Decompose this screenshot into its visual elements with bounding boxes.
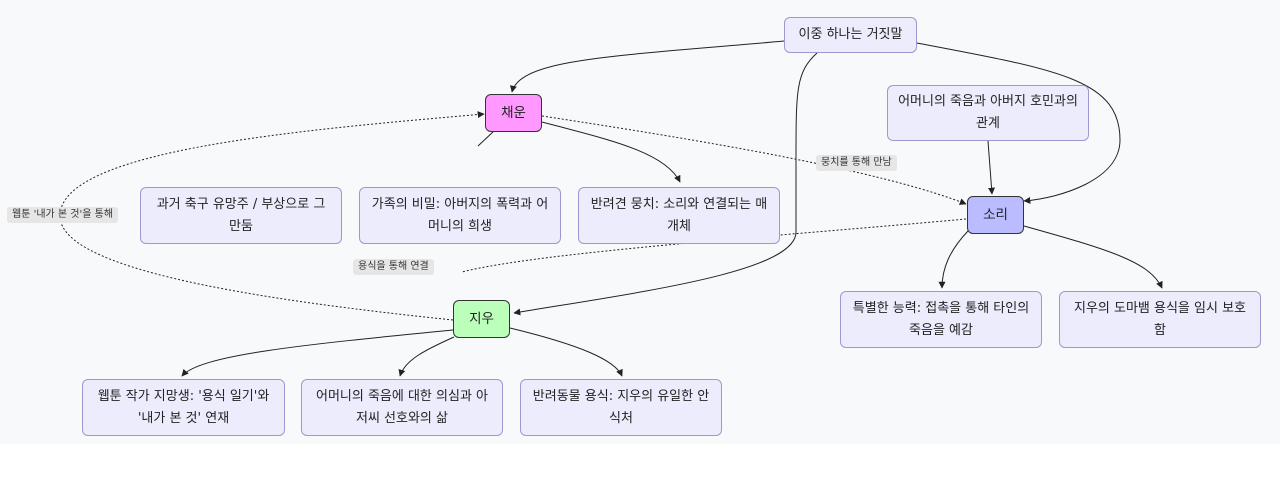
edge-label-munchi: 뭉치를 통해 만남 [816,155,897,171]
node-sori[interactable]: 소리 [967,196,1024,234]
edge-label-webtoon: 웹툰 '내가 본 것'을 통해 [7,207,119,223]
node-jiwoo-mother[interactable]: 어머니의 죽음에 대한 의심과 아저씨 선호와의 삶 [301,379,503,436]
node-jiwoo[interactable]: 지우 [453,300,510,338]
node-sori-background[interactable]: 어머니의 죽음과 아버지 호민과의 관계 [887,85,1089,141]
node-sori-protect[interactable]: 지우의 도마뱀 용식을 임시 보호함 [1059,291,1261,348]
node-chaewoon-dog[interactable]: 반려견 뭉치: 소리와 연결되는 매개체 [578,187,780,244]
edge-soribg-sori [987,140,996,195]
edge-jiwoo-pet [509,327,623,377]
diagram-canvas: 이중 하나는 거짓말 채운 어머니의 죽음과 아버지 호민과의 관계 과거 축구… [7,17,1261,436]
edge-jiwoo-webtoon [181,329,454,377]
edge-sori-jiwoo [461,218,967,273]
node-lie[interactable]: 이중 하나는 거짓말 [784,17,917,53]
node-jiwoo-pet[interactable]: 반려동물 용식: 지우의 유일한 안식처 [520,379,722,436]
edge-chaewoon-sori [541,115,967,205]
node-chaewoon-past[interactable]: 과거 축구 유망주 / 부상으로 그만둠 [140,187,342,244]
node-jiwoo-webtoon[interactable]: 웹툰 작가 지망생: '용식 일기'와 '내가 본 것' 연재 [82,379,285,436]
edge-lie-sori [916,42,1121,204]
edge-label-yongsik: 용식을 통해 연결 [353,259,434,275]
node-chaewoon[interactable]: 채운 [485,94,542,132]
node-chaewoon-family[interactable]: 가족의 비밀: 아버지의 폭력과 어머니의 희생 [359,187,561,244]
edges-layer [59,40,1163,377]
edge-sori-protect [1023,225,1163,289]
edge-jiwoo-chaewoon [59,111,485,321]
edge-jiwoo-mother [398,336,455,377]
edge-lie-chaewoon [510,40,785,93]
edge-chaewoon-past [477,130,495,147]
node-sori-power[interactable]: 특별한 능력: 접촉을 통해 타인의 죽음을 예감 [840,291,1042,348]
edge-sori-power [938,230,969,289]
edge-lie-jiwoo [513,52,818,316]
edge-chaewoon-dog [541,121,681,183]
